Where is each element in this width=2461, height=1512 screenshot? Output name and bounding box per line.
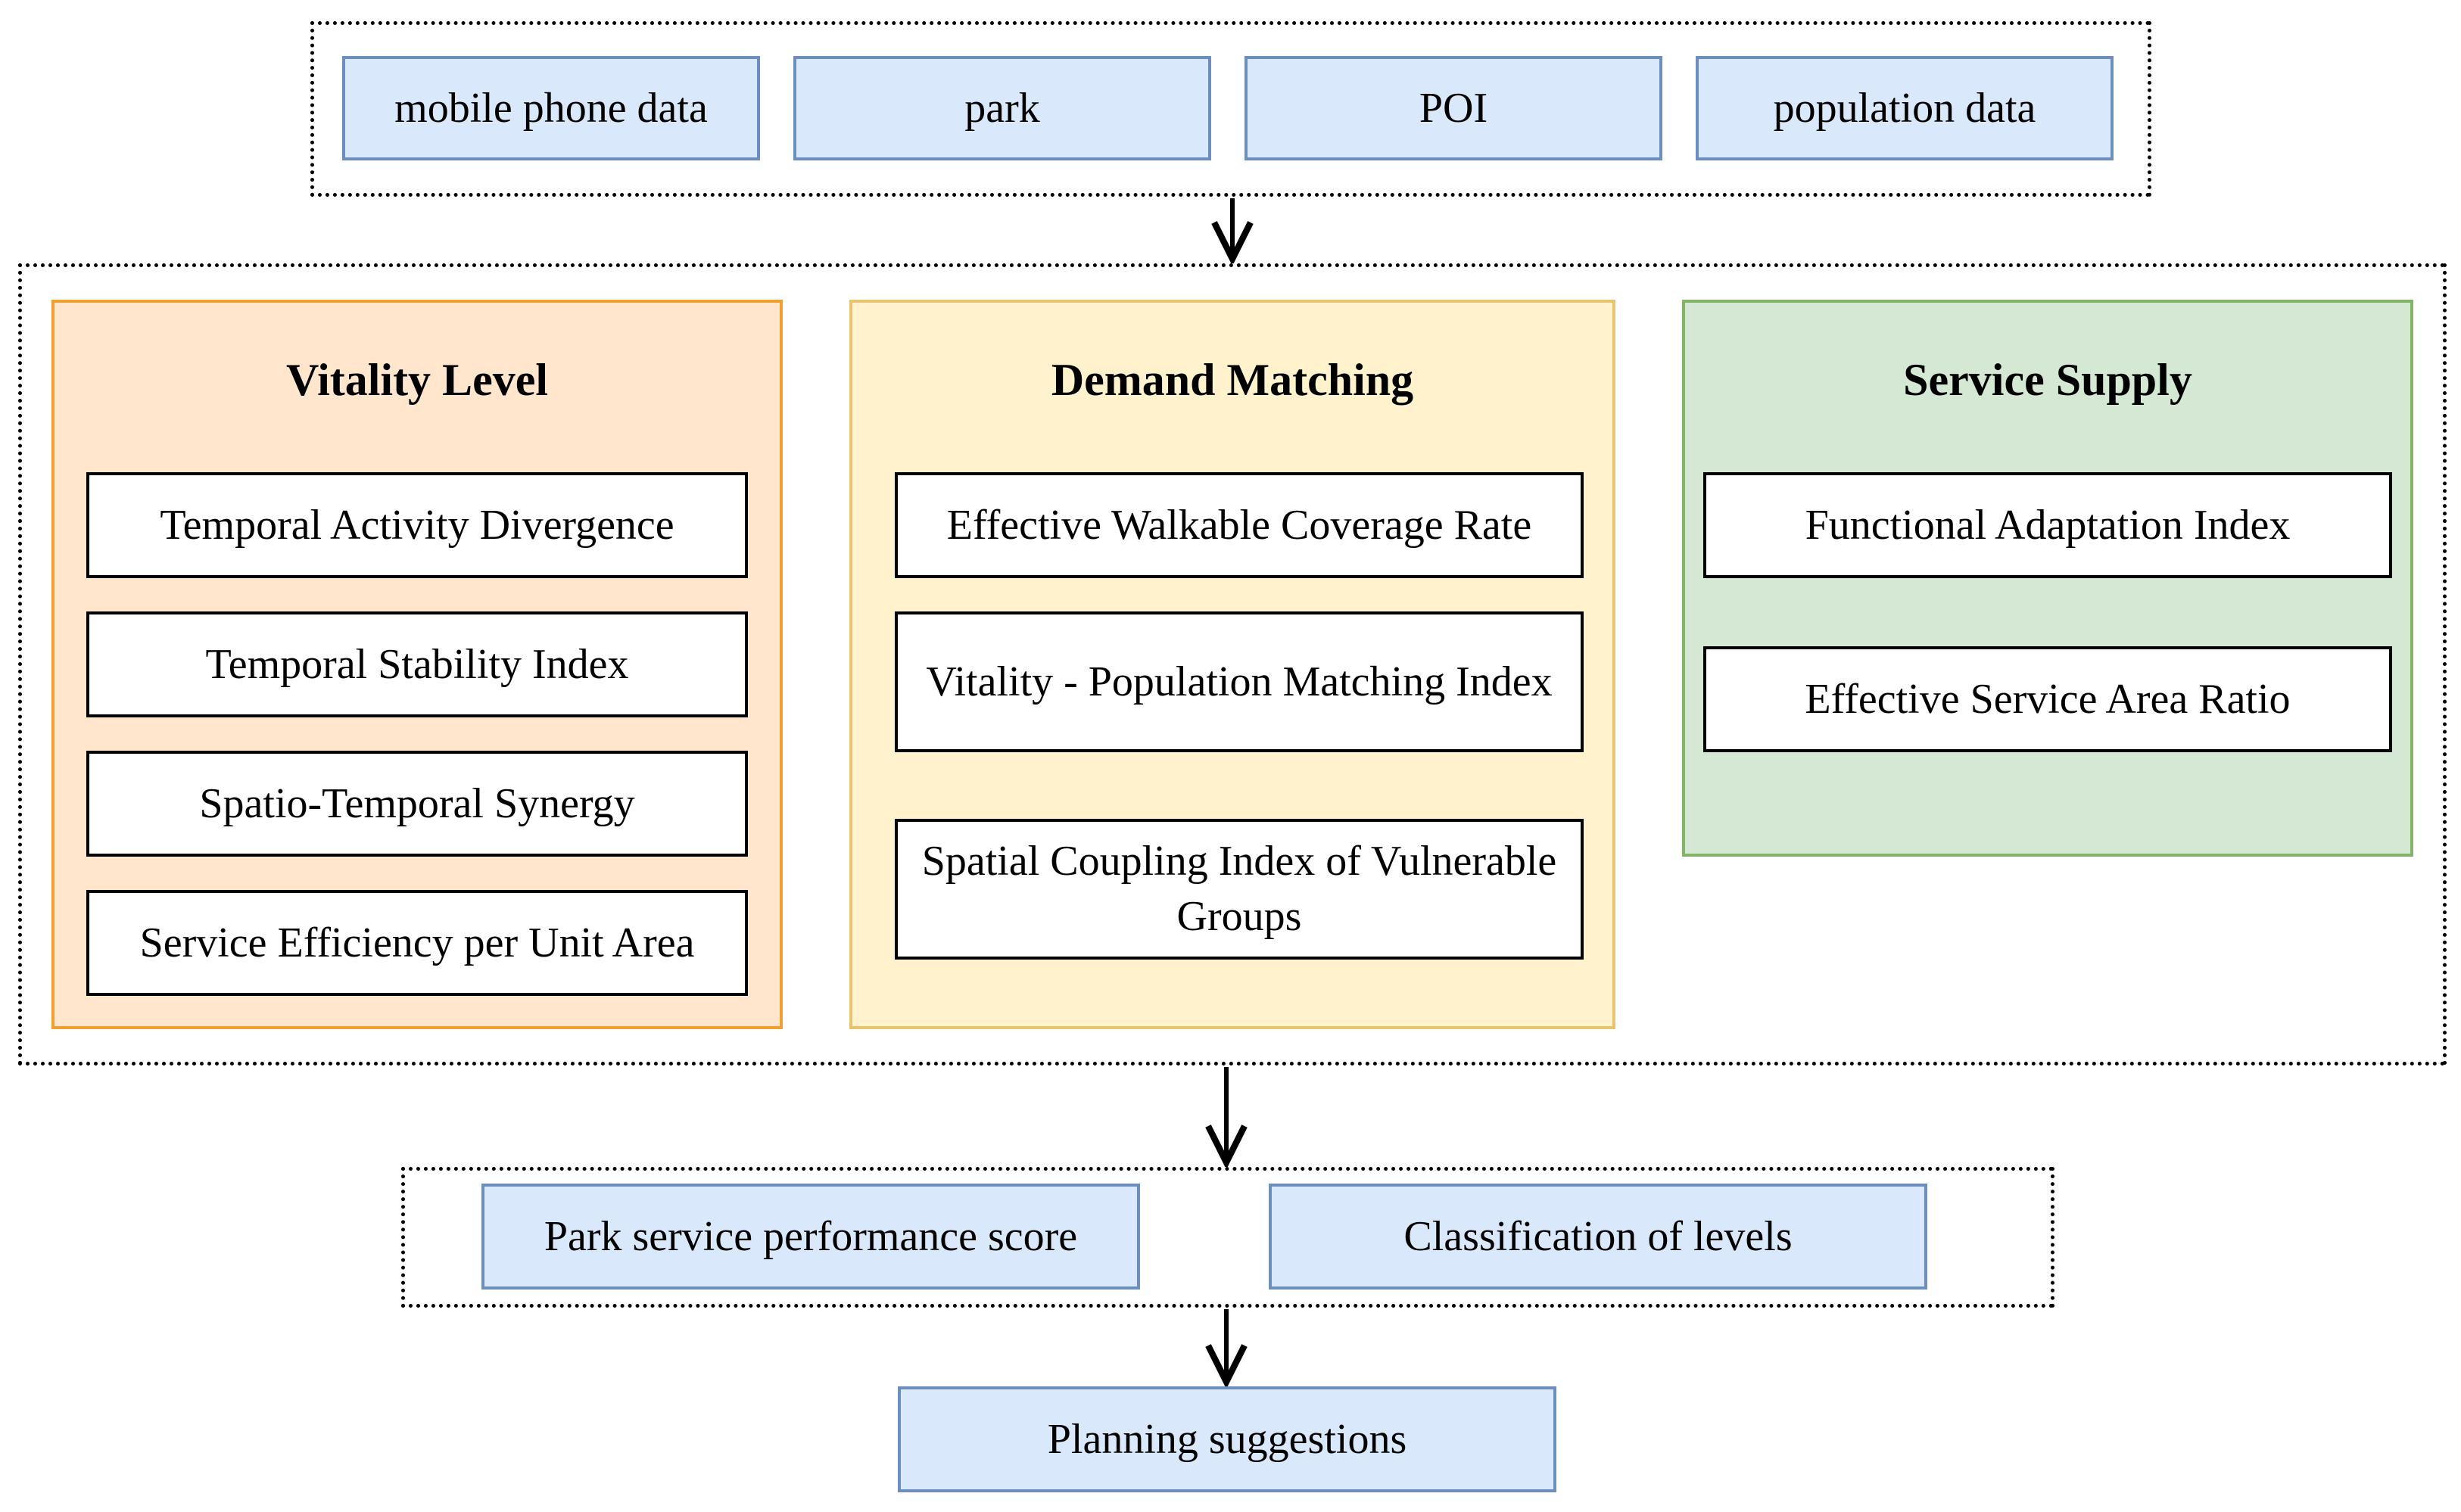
planning-suggestions: Planning suggestions bbox=[898, 1386, 1556, 1492]
service-supply-panel: Service Supply bbox=[1682, 300, 2413, 857]
input-population-data: population data bbox=[1696, 56, 2114, 160]
input-mobile-phone-data: mobile phone data bbox=[342, 56, 760, 160]
demand-matching-title: Demand Matching bbox=[1051, 355, 1414, 405]
demand-item-vitality-population-matching: Vitality - Population Matching Index bbox=[895, 611, 1584, 752]
demand-item-vulnerable-groups-coupling: Spatial Coupling Index of Vulnerable Gro… bbox=[895, 819, 1584, 960]
indicator-system-group bbox=[18, 263, 2447, 1066]
park-service-performance-score: Park service performance score bbox=[481, 1184, 1140, 1290]
service-supply-title: Service Supply bbox=[1903, 355, 2192, 405]
vitality-item-temporal-activity-divergence: Temporal Activity Divergence bbox=[86, 472, 748, 578]
vitality-level-title: Vitality Level bbox=[285, 355, 549, 405]
input-data-group bbox=[310, 21, 2151, 197]
vitality-item-spatio-temporal-synergy: Spatio-Temporal Synergy bbox=[86, 751, 748, 857]
evaluation-output-group bbox=[401, 1167, 2054, 1308]
supply-item-effective-service-area: Effective Service Area Ratio bbox=[1703, 646, 2392, 752]
input-poi: POI bbox=[1245, 56, 1662, 160]
classification-of-levels: Classification of levels bbox=[1269, 1184, 1927, 1290]
supply-item-functional-adaptation: Functional Adaptation Index bbox=[1703, 472, 2392, 578]
vitality-item-service-efficiency: Service Efficiency per Unit Area bbox=[86, 890, 748, 996]
vitality-item-temporal-stability-index: Temporal Stability Index bbox=[86, 611, 748, 717]
demand-item-walkable-coverage: Effective Walkable Coverage Rate bbox=[895, 472, 1584, 578]
input-park: park bbox=[793, 56, 1211, 160]
